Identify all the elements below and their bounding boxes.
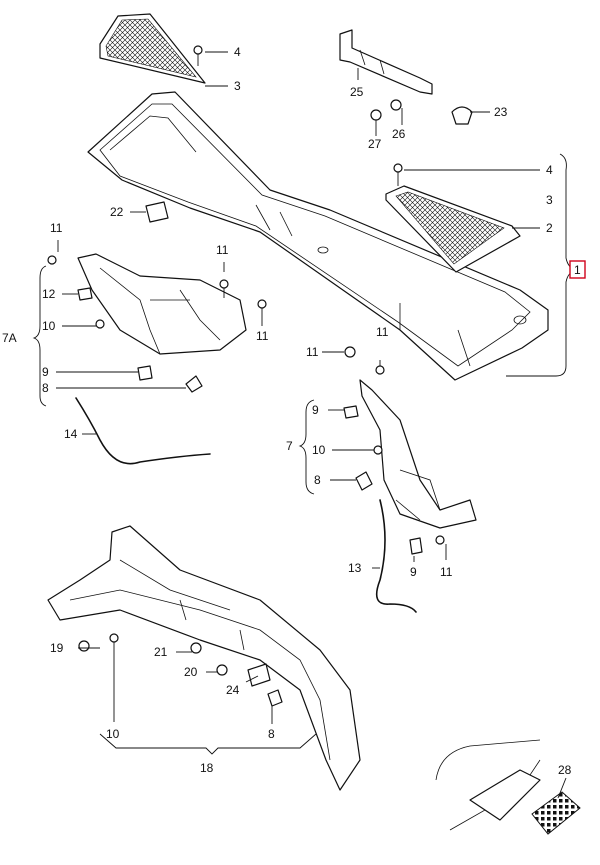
- clip-10-b: [373, 445, 383, 455]
- label-10-a: 10: [42, 319, 56, 333]
- grille-28-detail: [435, 739, 581, 835]
- screw-11-f: [435, 535, 445, 545]
- label-10-b: 10: [312, 443, 326, 457]
- label-19: 19: [50, 641, 64, 655]
- label-3-top: 3: [234, 79, 241, 93]
- screw-11-c: [257, 299, 267, 318]
- label-13: 13: [348, 561, 362, 575]
- label-25: 25: [350, 85, 364, 99]
- clip-10-a: [95, 319, 105, 329]
- label-11-b: 11: [216, 243, 229, 257]
- screw-4-top: [193, 45, 203, 66]
- left-grille: [99, 13, 206, 84]
- labels: 4 3 25 26 27 23 4 3 2 1 22 11 11 12 7A 1…: [2, 45, 581, 777]
- pad-24: [247, 663, 271, 687]
- bolt-21: [190, 642, 202, 654]
- screw-11-e: [375, 365, 385, 375]
- label-27: 27: [368, 137, 382, 151]
- clip-9-a: [137, 365, 153, 381]
- bolt-27: [370, 109, 382, 130]
- highlight-box-1: [569, 260, 586, 279]
- cable-13: [375, 499, 417, 613]
- label-22: 22: [110, 205, 124, 219]
- label-9-c: 9: [410, 565, 417, 579]
- clip-9-b: [343, 405, 359, 419]
- label-28: 28: [558, 763, 572, 777]
- grommet-8-b: [355, 471, 373, 491]
- right-deflector-7: [359, 379, 477, 529]
- label-8-a: 8: [42, 381, 49, 395]
- screw-11-a: [47, 255, 57, 265]
- cable-14: [75, 397, 211, 465]
- label-24: 24: [226, 683, 240, 697]
- label-14: 14: [64, 427, 78, 441]
- label-1: 1: [574, 263, 581, 277]
- label-4-top: 4: [234, 45, 241, 59]
- label-3-right: 3: [546, 193, 553, 207]
- label-8-c: 8: [268, 727, 275, 741]
- label-23: 23: [494, 105, 508, 119]
- label-11-e: 11: [376, 325, 389, 339]
- grommet-8-c: [267, 689, 283, 707]
- label-9-a: 9: [42, 365, 49, 379]
- scuttle-panel: [87, 91, 549, 381]
- bracket-25: [339, 29, 433, 95]
- label-26: 26: [392, 127, 406, 141]
- screw-11-b: [219, 279, 229, 298]
- left-deflector-7a: [77, 253, 247, 355]
- label-20: 20: [184, 665, 198, 679]
- label-21: 21: [154, 645, 168, 659]
- bolt-19: [78, 640, 90, 652]
- clip-22: [145, 201, 169, 223]
- label-18: 18: [200, 761, 214, 775]
- right-grille: [385, 185, 521, 273]
- grommet-8-a: [185, 375, 203, 393]
- clip-12: [77, 287, 93, 301]
- label-11-d: 11: [306, 345, 319, 359]
- label-10-c: 10: [106, 727, 120, 741]
- clip-23: [451, 106, 473, 125]
- label-8-b: 8: [314, 473, 321, 487]
- label-12: 12: [42, 287, 56, 301]
- label-11-f: 11: [440, 565, 453, 579]
- clip-9-c: [409, 537, 423, 555]
- cross-member-18: [47, 525, 361, 791]
- label-7: 7: [286, 439, 293, 453]
- screw-11-d: [344, 346, 356, 358]
- nut-20: [216, 664, 228, 676]
- label-11-c: 11: [256, 329, 269, 343]
- clip-10-c: [109, 633, 119, 643]
- nut-26: [390, 99, 402, 111]
- label-9-b: 9: [312, 403, 319, 417]
- screw-4-right: [393, 163, 403, 186]
- label-4-right: 4: [546, 163, 553, 177]
- label-11-a: 11: [50, 221, 63, 235]
- label-7a: 7A: [2, 331, 17, 345]
- label-2: 2: [546, 221, 553, 235]
